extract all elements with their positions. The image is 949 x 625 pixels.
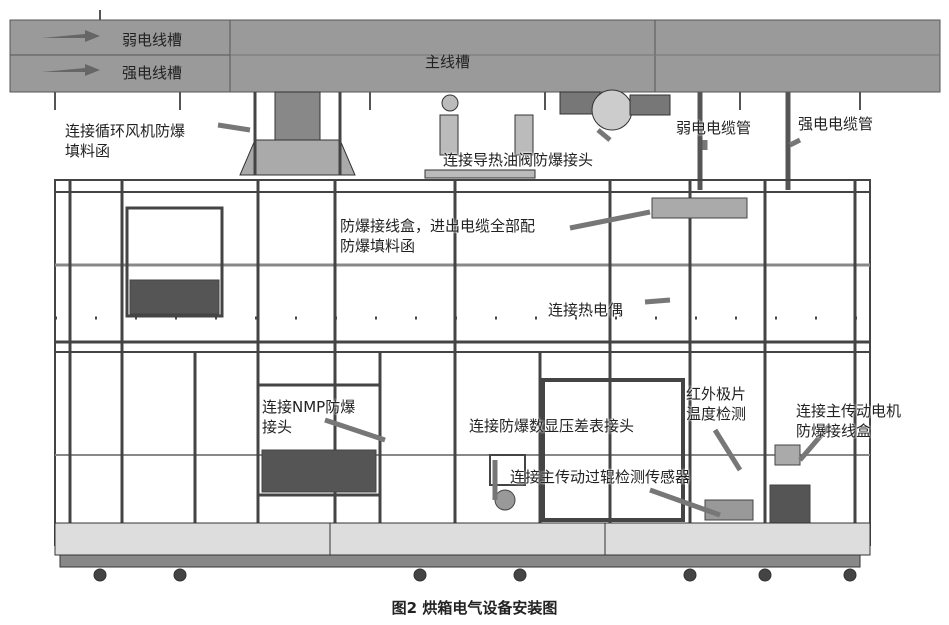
figure-caption: 图2 烘箱电气设备安装图 <box>391 599 558 617</box>
label-line: 温度检测 <box>686 405 747 423</box>
main-tray-label: 主线槽 <box>425 53 471 71</box>
label-line: 红外极片 <box>686 385 747 403</box>
label-line: 防爆接线盒，进出电缆全部配 <box>340 217 536 235</box>
strong-tray-label: 强电线槽 <box>122 64 183 82</box>
oven-base <box>54 522 871 582</box>
cable-tray <box>9 19 941 93</box>
infrared-label: 红外极片 温度检测 <box>686 384 746 424</box>
roller-sensor-label: 连接主传动过辊检测传感器 <box>510 468 691 486</box>
oven-frame <box>54 179 871 546</box>
callout-arrows <box>217 122 832 518</box>
circulation-fan <box>239 91 356 176</box>
label-line: 填料函 <box>65 142 111 160</box>
thermocouple-label: 连接热电偶 <box>548 301 624 319</box>
motor-box-label: 连接主传动电机 防爆接线盒 <box>796 401 901 441</box>
oil-valve-label: 连接导热油阀防爆接头 <box>443 151 594 169</box>
fan-gland-label: 连接循环风机防爆 填料函 <box>65 121 185 161</box>
label-line: 接头 <box>262 418 293 436</box>
label-line: 防爆接线盒 <box>796 422 872 440</box>
label-line: 连接主传动电机 <box>796 402 902 420</box>
oil-valves <box>424 89 671 179</box>
weak-tray-label: 弱电线槽 <box>122 31 183 49</box>
strong-conduit-label: 强电电缆管 <box>798 115 874 133</box>
junction-box-label: 防爆接线盒，进出电缆全部配 防爆填料函 <box>340 216 535 256</box>
arrow-icon <box>42 64 100 76</box>
label-line: 防爆填料函 <box>340 237 416 255</box>
pressure-gauge-label: 连接防爆数显压差表接头 <box>469 417 635 435</box>
weak-conduit-label: 弱电电缆管 <box>676 119 752 137</box>
label-line: 连接循环风机防爆 <box>65 122 186 140</box>
nmp-label: 连接NMP防爆 接头 <box>262 397 355 437</box>
label-line: 连接NMP防爆 <box>262 398 356 416</box>
arrow-icon <box>42 30 100 42</box>
